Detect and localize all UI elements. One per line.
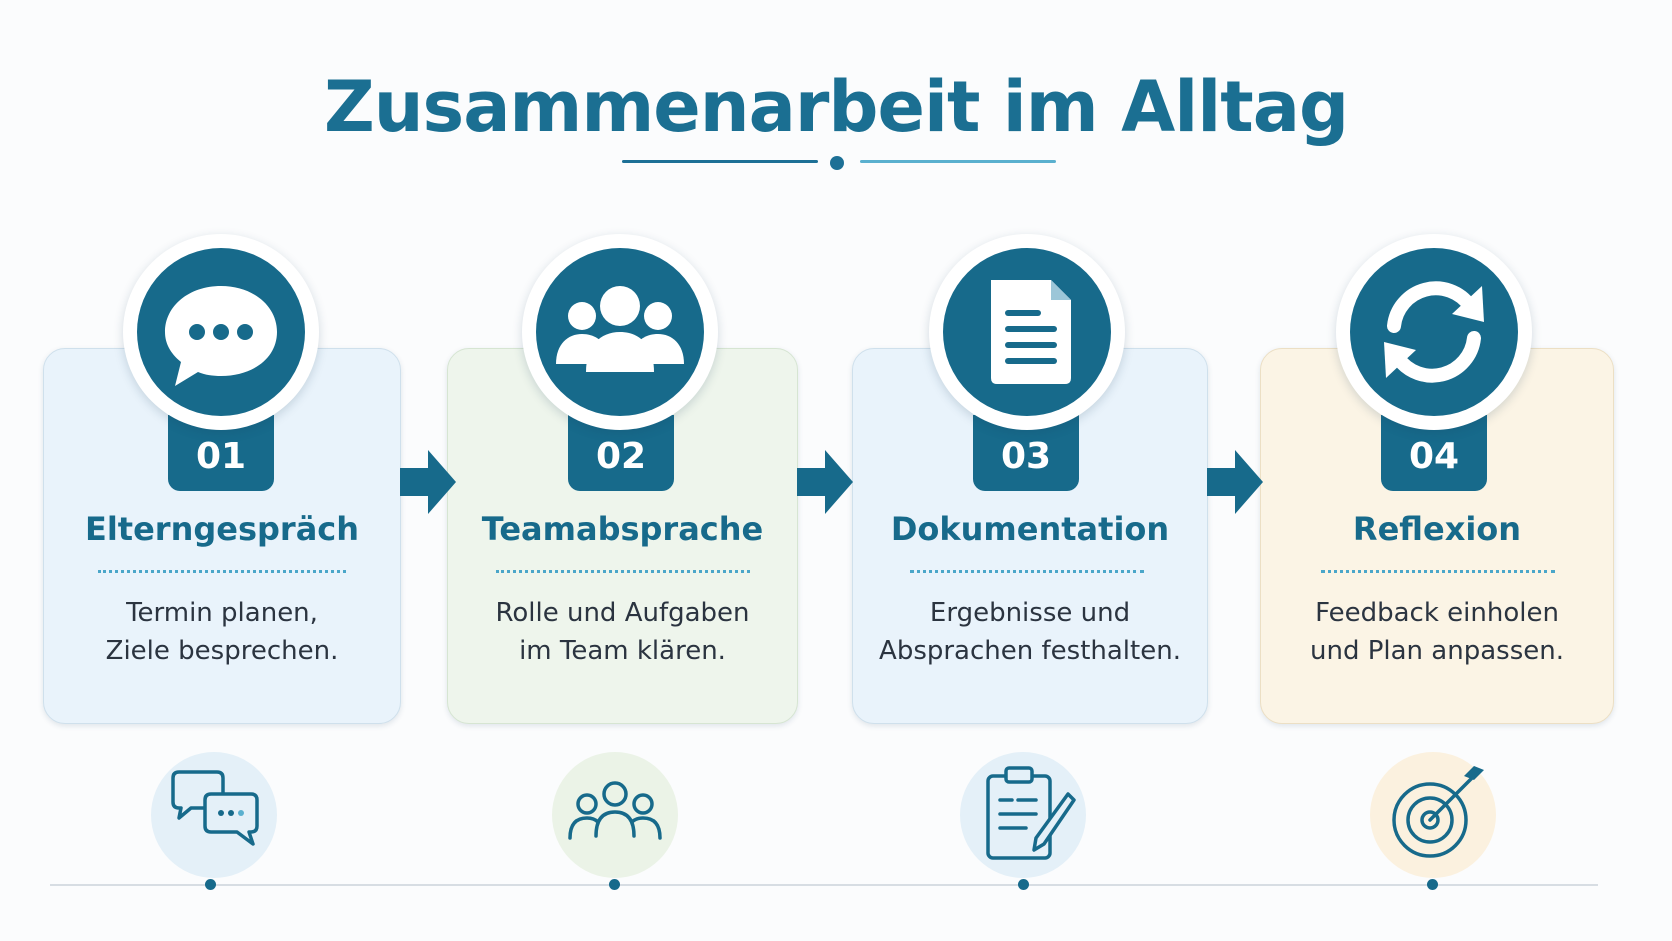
team-icon	[556, 286, 684, 372]
timeline-dot	[1018, 879, 1029, 890]
people-outline-icon	[568, 781, 662, 840]
timeline-dot	[205, 879, 216, 890]
refresh-icon	[1384, 281, 1484, 383]
chat-bubble-icon	[165, 286, 277, 386]
step-title: Dokumentation	[890, 510, 1170, 548]
sub-icon-circle-1	[151, 752, 277, 878]
arrow-right-icon	[1207, 450, 1263, 514]
document-icon	[991, 280, 1071, 384]
conversation-icon	[171, 770, 259, 846]
sub-icon-circle-2	[552, 752, 678, 878]
step-number-badge: 01	[168, 415, 274, 491]
step-description: Termin planen,Ziele besprechen.	[105, 598, 339, 666]
page-title: Zusammenarbeit im Alltag	[323, 66, 1349, 148]
step-icon-halo-1	[123, 234, 319, 430]
clipboard-pen-icon	[986, 766, 1076, 860]
title-divider-dot	[830, 156, 844, 170]
sub-icon-circle-3	[960, 752, 1086, 878]
title-divider-right	[860, 160, 1056, 163]
timeline-baseline	[50, 884, 1598, 886]
step-title: Elterngespräch	[84, 510, 360, 548]
dotted-divider	[496, 570, 750, 573]
step-icon-halo-3	[929, 234, 1125, 430]
arrow-right-icon	[400, 450, 456, 514]
step-icon-halo-2	[522, 234, 718, 430]
sub-icon-circle-4	[1370, 752, 1496, 878]
dotted-divider	[1321, 570, 1555, 573]
dotted-divider	[910, 570, 1144, 573]
step-icon-halo-4	[1336, 234, 1532, 430]
step-title: Teamabsprache	[481, 510, 764, 548]
arrow-right-icon	[797, 450, 853, 514]
timeline-dot	[609, 879, 620, 890]
target-icon	[1392, 766, 1484, 858]
dotted-divider	[98, 570, 346, 573]
timeline-dot	[1427, 879, 1438, 890]
step-title: Reflexion	[1352, 510, 1522, 548]
title-divider-left	[622, 160, 818, 163]
